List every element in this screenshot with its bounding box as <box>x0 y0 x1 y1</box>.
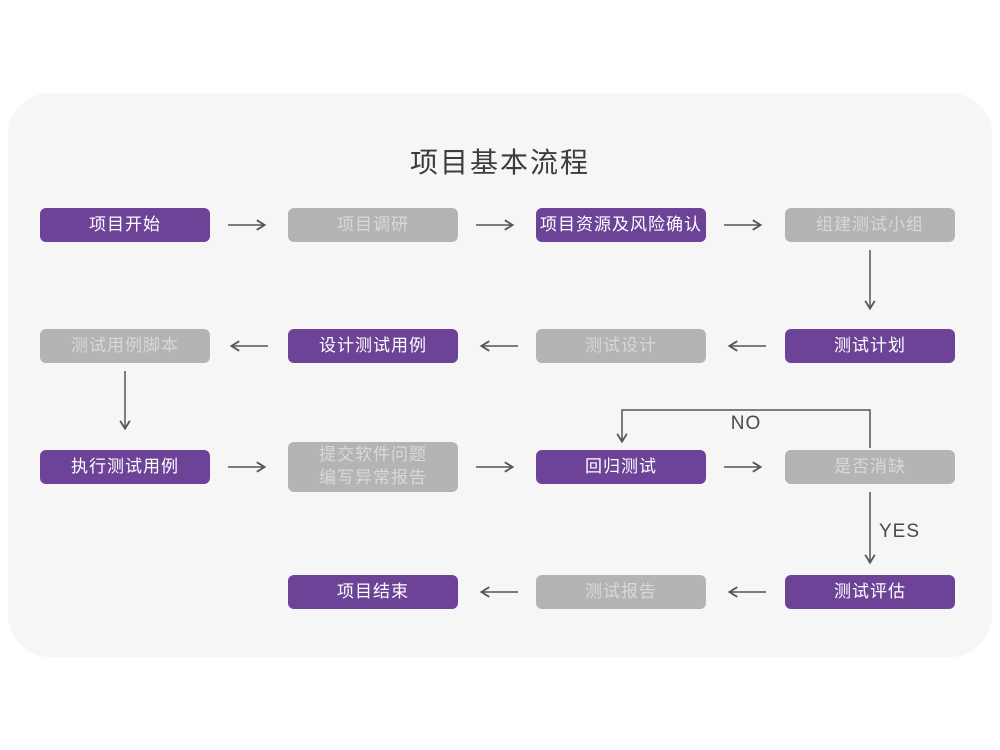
diagram-title: 项目基本流程 <box>409 147 590 178</box>
edge-label-no: NO <box>730 413 762 434</box>
node-execute-test-cases: 执行测试用例 <box>40 450 210 484</box>
node-resource-risk-confirm: 项目资源及风险确认 <box>536 208 706 242</box>
node-test-report: 测试报告 <box>536 575 706 609</box>
node-project-research: 项目调研 <box>288 208 458 242</box>
node-regression-test: 回归测试 <box>536 450 706 484</box>
node-test-design: 测试设计 <box>536 329 706 363</box>
edge-label-yes: YES <box>879 521 921 542</box>
node-design-test-cases: 设计测试用例 <box>288 329 458 363</box>
node-submit-issue-report: 提交软件问题 编写异常报告 <box>288 442 458 492</box>
node-project-start: 项目开始 <box>40 208 210 242</box>
node-test-case-script: 测试用例脚本 <box>40 329 210 363</box>
node-defect-resolved: 是否消缺 <box>785 450 955 484</box>
node-test-evaluation: 测试评估 <box>785 575 955 609</box>
node-test-plan: 测试计划 <box>785 329 955 363</box>
node-project-end: 项目结束 <box>288 575 458 609</box>
flowchart-card <box>8 93 992 657</box>
node-build-test-team: 组建测试小组 <box>785 208 955 242</box>
